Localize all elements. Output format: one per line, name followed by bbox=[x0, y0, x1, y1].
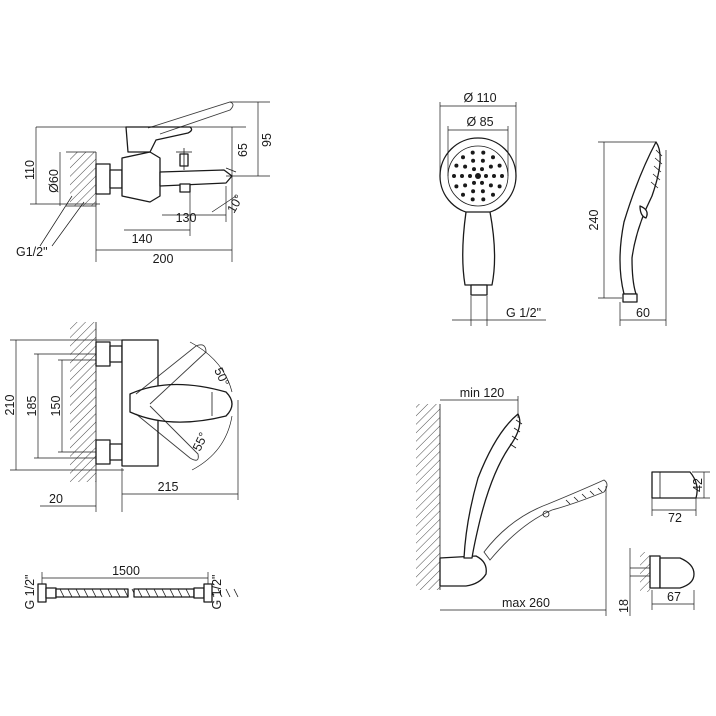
wall-hatch bbox=[70, 152, 96, 206]
shower-side-profile bbox=[619, 141, 661, 295]
dim-42: 42 bbox=[691, 478, 705, 492]
nozzle-dot bbox=[475, 173, 481, 179]
shower-handle bbox=[462, 211, 496, 286]
nozzle-dot bbox=[461, 155, 465, 160]
nozzle-dot bbox=[470, 197, 475, 202]
nozzle-dot bbox=[492, 174, 496, 178]
shower-head-side: 240 60 bbox=[587, 141, 667, 326]
dim-110: 110 bbox=[23, 160, 37, 180]
nozzle-dot bbox=[460, 174, 464, 178]
dim-240: 240 bbox=[587, 210, 601, 231]
nozzle-dot bbox=[452, 174, 456, 178]
holder-side-view bbox=[659, 557, 695, 589]
dim-d60: Ø60 bbox=[47, 169, 61, 193]
nozzle-dot bbox=[488, 183, 493, 188]
nozzle-dot bbox=[472, 167, 476, 172]
hose-thread-right: G 1/2" bbox=[210, 574, 224, 609]
angle-50: 50° bbox=[211, 365, 232, 388]
dim-d85: Ø 85 bbox=[466, 115, 493, 129]
nozzle-dot bbox=[480, 180, 484, 185]
nozzle-dot bbox=[463, 164, 468, 169]
dim-18: 18 bbox=[617, 599, 631, 613]
dim-210: 210 bbox=[3, 395, 17, 416]
nozzle-dot bbox=[480, 189, 485, 194]
shower-tilted-outline bbox=[483, 479, 608, 561]
dim-215: 215 bbox=[158, 480, 179, 494]
wall-mount-view: min 120 max 260 bbox=[416, 386, 608, 616]
dim-min-120: min 120 bbox=[460, 386, 505, 400]
dim-60-side: 60 bbox=[636, 306, 650, 320]
nozzle-dot bbox=[497, 184, 502, 189]
shower-vertical bbox=[463, 413, 521, 559]
dim-130: 130 bbox=[176, 211, 197, 225]
nozzle-dot bbox=[471, 189, 476, 194]
nozzle-dot bbox=[454, 163, 459, 168]
angle-10: 10° bbox=[224, 192, 246, 215]
wall-hatch-top bbox=[70, 322, 96, 482]
dim-150: 150 bbox=[49, 396, 63, 417]
nozzle-dot bbox=[471, 158, 476, 163]
dim-72: 72 bbox=[668, 511, 682, 525]
mixer-spout bbox=[159, 169, 233, 187]
dim-95: 95 bbox=[260, 133, 274, 147]
nozzle-dot bbox=[491, 192, 495, 197]
hose-length: 1500 bbox=[112, 564, 140, 578]
hose-thread-left: G 1/2" bbox=[23, 574, 37, 609]
nozzle-dot bbox=[468, 174, 472, 178]
mixer-handle bbox=[125, 126, 193, 153]
dim-67: 67 bbox=[667, 590, 681, 604]
nozzle-dot bbox=[480, 158, 485, 163]
mixer-handle-top bbox=[129, 383, 233, 423]
thread-shower: G 1/2" bbox=[506, 306, 541, 320]
hose-tube-left bbox=[55, 588, 129, 598]
nozzle-dot bbox=[472, 180, 476, 185]
nozzle-dot bbox=[500, 174, 504, 178]
holder-views: 42 72 18 67 bbox=[617, 471, 710, 616]
dim-max-260: max 260 bbox=[502, 596, 550, 610]
thread-label: G1/2" bbox=[16, 245, 48, 259]
nozzle-dot bbox=[463, 183, 468, 188]
shower-hose: 1500 G 1/2" G 1/2" bbox=[23, 564, 239, 610]
nozzle-dot bbox=[488, 164, 493, 169]
hose-nut-left bbox=[37, 583, 47, 603]
nozzle-dot bbox=[481, 197, 486, 202]
wall-nut bbox=[95, 163, 111, 195]
shower-head-front: Ø 110 Ø 85 G 1/2" bbox=[439, 91, 546, 326]
dim-20: 20 bbox=[49, 492, 63, 506]
mixer-body bbox=[121, 151, 161, 203]
nozzle-dot bbox=[484, 174, 488, 178]
dim-185: 185 bbox=[25, 396, 39, 417]
angle-55: 55° bbox=[190, 430, 211, 453]
nozzle-dot bbox=[481, 150, 486, 155]
mixer-side-view: 110 Ø60 65 95 130 140 200 10° G1/2" bbox=[16, 101, 274, 266]
nozzle-dot bbox=[454, 184, 459, 189]
nozzle-dot bbox=[497, 163, 502, 168]
nozzle-pattern bbox=[452, 150, 504, 202]
wall-holder-bracket bbox=[439, 555, 487, 587]
dim-65: 65 bbox=[236, 143, 250, 157]
wall-hatch-mount bbox=[416, 404, 440, 590]
mixer-top-view: 210 185 150 50° 55° 20 215 bbox=[3, 322, 239, 512]
dim-200: 200 bbox=[153, 252, 174, 266]
dim-140: 140 bbox=[132, 232, 153, 246]
nozzle-dot bbox=[491, 155, 495, 160]
dim-d110: Ø 110 bbox=[463, 91, 496, 105]
nozzle-dot bbox=[461, 192, 465, 197]
nozzle-dot bbox=[470, 150, 475, 155]
nozzle-dot bbox=[480, 167, 484, 172]
